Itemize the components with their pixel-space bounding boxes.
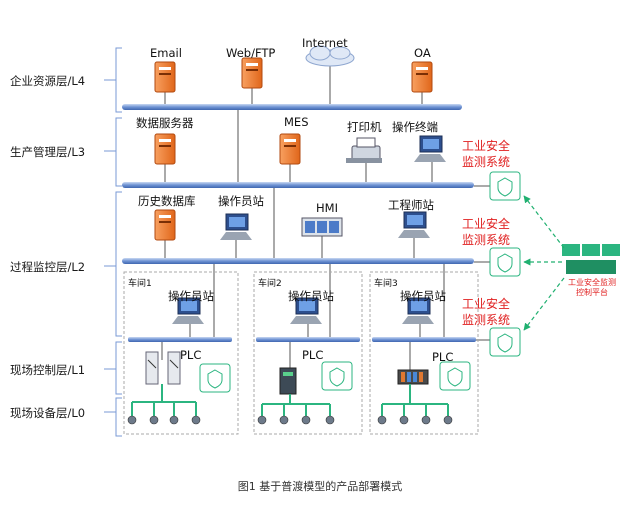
workshop-3-plc: PLC xyxy=(432,350,454,364)
email-server-icon xyxy=(154,61,176,93)
field-device-links xyxy=(131,384,449,416)
printer-label: 打印机 xyxy=(347,120,382,134)
plc-icons xyxy=(145,351,429,395)
monitor-badge-ws1 xyxy=(199,363,231,393)
hmi-label: HMI xyxy=(316,201,338,215)
workshop-3-name: 车间3 xyxy=(374,279,398,289)
monitor-badge-l3 xyxy=(489,171,521,201)
data-server-icon xyxy=(154,133,176,165)
workshop-1-plc: PLC xyxy=(180,348,202,362)
internet-label: Internet xyxy=(302,36,348,50)
operator-label: 操作员站 xyxy=(218,194,264,208)
network-buses xyxy=(122,104,476,342)
hmi-icon xyxy=(301,217,343,237)
mes-server-icon xyxy=(279,133,301,165)
monitor-label-l2: 工业安全监测系统 xyxy=(462,217,511,247)
oa-label: OA xyxy=(414,46,431,60)
l2-operator-computer-icon xyxy=(220,213,252,240)
monitor-badge-ws2 xyxy=(321,361,353,391)
monitor-badge-ws3 xyxy=(439,361,471,391)
layer-label-l3: 生产管理层/L3 xyxy=(10,145,86,159)
monitor-label-l3: 工业安全监测系统 xyxy=(462,139,511,169)
ws1-operator-computer-icon xyxy=(172,297,204,324)
layer-separators xyxy=(104,47,122,437)
terminal-label: 操作终端 xyxy=(392,120,438,134)
bus-ws2 xyxy=(256,337,360,342)
field-device-icons xyxy=(127,415,453,425)
web-label: Web/FTP xyxy=(226,46,276,60)
layer-label-l4: 企业资源层/L4 xyxy=(10,74,86,88)
figure-caption: 图1 基于普渡模型的产品部署模式 xyxy=(237,480,403,493)
workshop-1-name: 车间1 xyxy=(128,279,152,289)
platform-label: 工业安全监测控制平台 xyxy=(568,278,616,297)
layer-label-l1: 现场控制层/L1 xyxy=(10,363,86,377)
engineer-computer-icon xyxy=(398,211,430,238)
platform-arrows xyxy=(523,195,565,331)
computer-icons xyxy=(172,135,446,324)
bus-l4 xyxy=(122,104,462,110)
email-label: Email xyxy=(150,46,182,60)
ws3-operator-computer-icon xyxy=(402,297,434,324)
bus-ws3 xyxy=(372,337,476,342)
workshop-boxes xyxy=(123,271,479,435)
ws3-plc-icon xyxy=(397,369,429,385)
printer-icon xyxy=(346,137,382,163)
server-icons xyxy=(154,57,433,241)
control-platform-icon xyxy=(562,244,620,274)
web-server-icon xyxy=(241,57,263,89)
layer-label-l2: 过程监控层/L2 xyxy=(10,260,86,274)
workshop-1-station: 操作员站 xyxy=(168,289,214,303)
terminal-computer-icon xyxy=(414,135,446,162)
layer-label-l0: 现场设备层/L0 xyxy=(10,406,86,420)
monitor-badges xyxy=(199,171,521,393)
bus-l2 xyxy=(122,258,474,264)
engineer-label: 工程师站 xyxy=(388,198,434,212)
bus-l3 xyxy=(122,182,474,188)
workshop-2-plc: PLC xyxy=(302,348,324,362)
bus-ws1 xyxy=(128,337,232,342)
monitor-badge-l2 xyxy=(489,247,521,277)
ws2-plc-icon xyxy=(279,367,297,395)
ws2-operator-computer-icon xyxy=(290,297,322,324)
data-server-label: 数据服务器 xyxy=(136,116,194,130)
mes-label: MES xyxy=(284,115,309,129)
oa-server-icon xyxy=(411,61,433,93)
workshop-3-station: 操作员站 xyxy=(400,289,446,303)
monitor-label-l1: 工业安全监测系统 xyxy=(462,297,511,327)
internet-cloud-icon xyxy=(305,45,355,67)
monitor-badge-l1 xyxy=(489,327,521,357)
workshop-2-name: 车间2 xyxy=(258,279,282,289)
ws1-plc-icon xyxy=(145,351,181,385)
workshop-2-station: 操作员站 xyxy=(288,289,334,303)
historian-server-icon xyxy=(154,209,176,241)
historian-label: 历史数据库 xyxy=(138,194,196,208)
